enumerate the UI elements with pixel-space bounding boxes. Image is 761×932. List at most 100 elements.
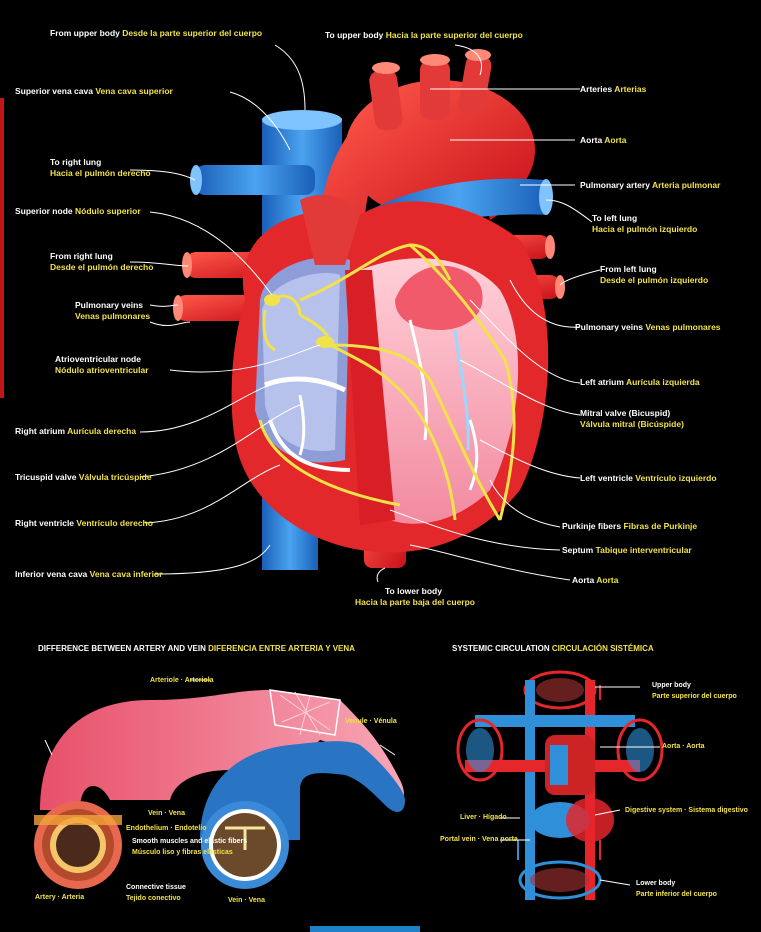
label-es: Músculo liso y fibras elásticas bbox=[132, 847, 247, 858]
label-en: Pulmonary veins bbox=[575, 322, 643, 332]
heading-es: CIRCULACIÓN SISTÉMICA bbox=[552, 644, 654, 653]
label-es: Aorta bbox=[596, 575, 618, 585]
label-es: Parte superior del cuerpo bbox=[652, 691, 737, 702]
label-left-ventricle: Left ventricle Ventrículo izquierdo bbox=[580, 473, 717, 484]
label-en: To left lung bbox=[592, 213, 697, 224]
label-es: Nódulo atrioventricular bbox=[55, 365, 149, 376]
label-en: To upper body bbox=[325, 30, 383, 40]
label-en: Left atrium bbox=[580, 377, 624, 387]
label-es: Desde el pulmón izquierdo bbox=[600, 275, 708, 286]
label-from-right-lung: From right lung Desde el pulmón derecho bbox=[50, 251, 153, 273]
label-superior-vena-cava: Superior vena cava Vena cava superior bbox=[15, 86, 173, 97]
heading-en: DIFFERENCE BETWEEN ARTERY AND VEIN bbox=[38, 644, 206, 653]
label-smooth-muscle: Smooth muscles and elastic fibers Múscul… bbox=[132, 836, 247, 858]
label-vein: Vein · Vena bbox=[148, 808, 185, 819]
label-liver: Liver · Hígado bbox=[460, 812, 507, 823]
label-es: Fibras de Purkinje bbox=[623, 521, 697, 531]
label-es: Parte inferior del cuerpo bbox=[636, 889, 717, 900]
label-es: Ventrículo derecho bbox=[76, 518, 153, 528]
label-digestive-system: Digestive system · Sistema digestivo bbox=[625, 805, 748, 816]
label-es: Hacia el pulmón izquierdo bbox=[592, 224, 697, 235]
label-en: Left ventricle bbox=[580, 473, 633, 483]
label-en: Connective tissue bbox=[126, 882, 186, 893]
label-mitral-valve: Mitral valve (Bicuspid) Válvula mitral (… bbox=[580, 408, 684, 430]
label-es: Aurícula derecha bbox=[67, 426, 136, 436]
label-en: Aorta bbox=[572, 575, 594, 585]
label-right-ventricle: Right ventricle Ventrículo derecho bbox=[15, 518, 153, 529]
label-en: Purkinje fibers bbox=[562, 521, 621, 531]
label-septum: Septum Tabique interventricular bbox=[562, 545, 692, 556]
label-aorta-bottom: Aorta Aorta bbox=[572, 575, 618, 586]
label-from-left-lung: From left lung Desde el pulmón izquierdo bbox=[600, 264, 708, 286]
label-en: Tricuspid valve bbox=[15, 472, 76, 482]
label-en: To right lung bbox=[50, 157, 151, 168]
bottom-edge-strip bbox=[310, 926, 420, 932]
label-pulmonary-artery: Pulmonary artery Arteria pulmonar bbox=[580, 180, 720, 191]
av-node-marker bbox=[316, 336, 334, 348]
label-es: Tabique interventricular bbox=[596, 545, 692, 555]
label-artery: Artery · Arteria bbox=[35, 892, 84, 903]
label-en: To lower body bbox=[355, 586, 475, 597]
label-en: Pulmonary artery bbox=[580, 180, 650, 190]
label-pulmonary-veins-right: Pulmonary veins Venas pulmonares bbox=[575, 322, 721, 333]
label-es: Aorta bbox=[604, 135, 626, 145]
label-en: Arteries bbox=[580, 84, 612, 94]
label-en: Mitral valve (Bicuspid) bbox=[580, 408, 684, 419]
label-aorta-systemic: Aorta · Aorta bbox=[662, 741, 705, 752]
label-en: Right atrium bbox=[15, 426, 65, 436]
label-es: Arterias bbox=[614, 84, 646, 94]
label-to-upper-body: To upper body Hacia la parte superior de… bbox=[325, 30, 523, 41]
systemic-heading: SYSTEMIC CIRCULATION CIRCULACIÓN SISTÉMI… bbox=[452, 644, 654, 653]
label-en: Lower body bbox=[636, 878, 717, 889]
pulmonary-artery-right bbox=[190, 165, 315, 195]
label-en: From upper body bbox=[50, 28, 120, 38]
label-left-atrium: Left atrium Aurícula izquierda bbox=[580, 377, 700, 388]
label-es: Desde el pulmón derecho bbox=[50, 262, 153, 273]
label-connective-tissue: Connective tissue Tejido conectivo bbox=[126, 882, 186, 904]
label-en: Right ventricle bbox=[15, 518, 74, 528]
label-es: Nódulo superior bbox=[75, 206, 141, 216]
label-es: Válvula tricúspide bbox=[79, 472, 152, 482]
label-pulmonary-veins-left: Pulmonary veins Venas pulmonares bbox=[75, 300, 150, 322]
artery-vein-heading: DIFFERENCE BETWEEN ARTERY AND VEIN DIFER… bbox=[38, 644, 355, 653]
label-en: Smooth muscles and elastic fibers bbox=[132, 836, 247, 847]
label-upper-body: Upper body Parte superior del cuerpo bbox=[652, 680, 737, 702]
label-es: Venas pulmonares bbox=[75, 311, 150, 322]
label-en: Pulmonary veins bbox=[75, 300, 150, 311]
label-purkinje-fibers: Purkinje fibers Fibras de Purkinje bbox=[562, 521, 697, 532]
label-lower-body: Lower body Parte inferior del cuerpo bbox=[636, 878, 717, 900]
label-es: Ventrículo izquierdo bbox=[635, 473, 716, 483]
label-tricuspid-valve: Tricuspid valve Válvula tricúspide bbox=[15, 472, 152, 483]
label-es: Desde la parte superior del cuerpo bbox=[122, 28, 262, 38]
label-es: Vena cava inferior bbox=[90, 569, 163, 579]
label-portal-vein: Portal vein · Vena porta bbox=[440, 834, 518, 845]
label-arteries: Arteries Arterias bbox=[580, 84, 646, 95]
label-av-node: Atrioventricular node Nódulo atrioventri… bbox=[55, 354, 149, 376]
label-en: Superior node bbox=[15, 206, 73, 216]
label-es: Válvula mitral (Bicúspide) bbox=[580, 419, 684, 430]
label-es: Hacia la parte superior del cuerpo bbox=[386, 30, 523, 40]
label-superior-node: Superior node Nódulo superior bbox=[15, 206, 141, 217]
label-en: Inferior vena cava bbox=[15, 569, 87, 579]
label-aorta-top: Aorta Aorta bbox=[580, 135, 626, 146]
superior-node-marker bbox=[264, 294, 280, 306]
heart-body bbox=[232, 195, 549, 553]
label-to-right-lung: To right lung Hacia el pulmón derecho bbox=[50, 157, 151, 179]
label-es: Arteria pulmonar bbox=[652, 180, 721, 190]
label-es: Hacia la parte baja del cuerpo bbox=[355, 597, 475, 608]
label-es: Aurícula izquierda bbox=[626, 377, 700, 387]
label-arteriole: Arteriole · Arteriola bbox=[150, 675, 214, 686]
heading-es: DIFERENCIA ENTRE ARTERIA Y VENA bbox=[208, 644, 355, 653]
label-venule: Venule · Vénula bbox=[345, 716, 397, 727]
label-endothelium: Endothelium · Endotelio bbox=[126, 823, 207, 834]
label-to-lower-body: To lower body Hacia la parte baja del cu… bbox=[355, 586, 475, 608]
label-en: Septum bbox=[562, 545, 593, 555]
label-es: Hacia el pulmón derecho bbox=[50, 168, 151, 179]
label-en: Aorta bbox=[580, 135, 602, 145]
label-en: From left lung bbox=[600, 264, 708, 275]
label-es: Tejido conectivo bbox=[126, 893, 186, 904]
label-en: Atrioventricular node bbox=[55, 354, 149, 365]
label-en: Upper body bbox=[652, 680, 737, 691]
label-en: Superior vena cava bbox=[15, 86, 93, 96]
